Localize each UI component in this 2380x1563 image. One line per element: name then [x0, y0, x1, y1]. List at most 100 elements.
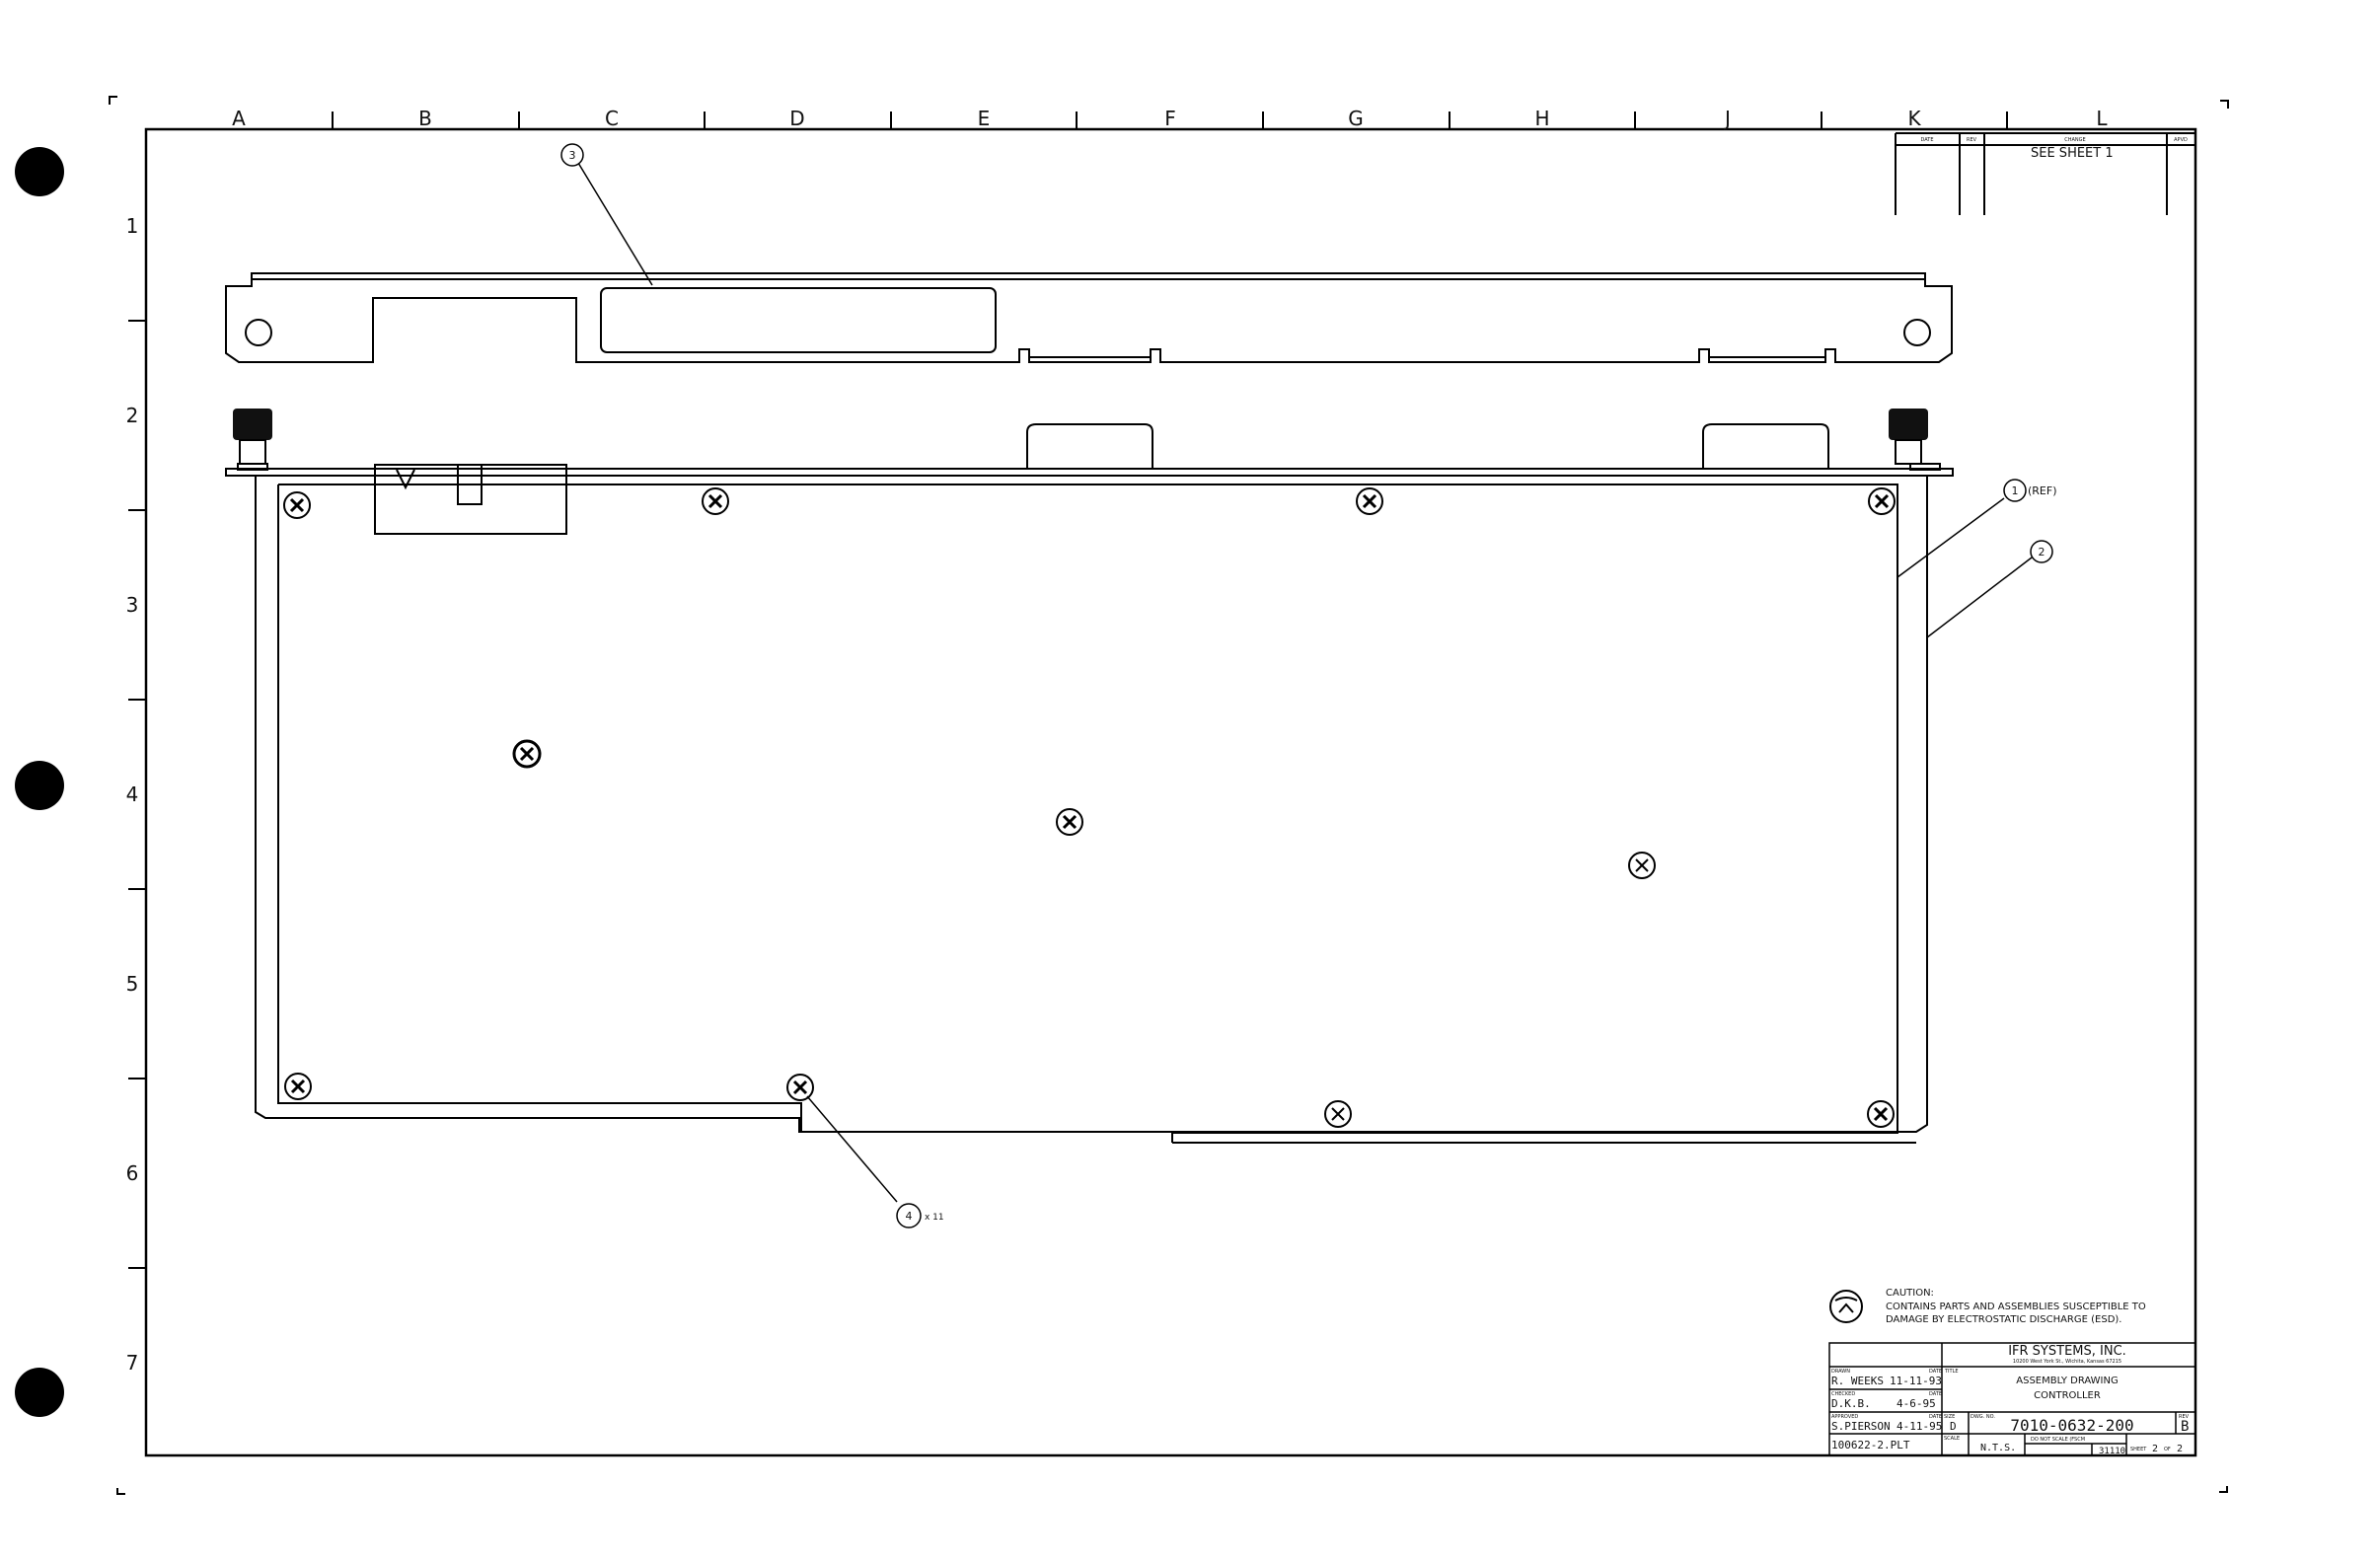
do-not-scale-note: DO NOT SCALE (FSCM [2031, 1437, 2085, 1443]
revision-block [1895, 132, 2195, 215]
zone-label: K [1907, 107, 1921, 130]
front-panel-edge [225, 423, 1954, 477]
connector-block [374, 464, 567, 535]
rev-col-date: DATE [1920, 137, 1933, 143]
drawn-label: DRAWN [1831, 1369, 1850, 1375]
date-label: DATE [1929, 1369, 1942, 1375]
esd-caution-text: CAUTION: CONTAINS PARTS AND ASSEMBLIES S… [1886, 1288, 2146, 1325]
revision-block-headers: DATE REV CHANGE APVD [1920, 137, 2188, 143]
callout-number: 1 [2012, 484, 2019, 497]
title-block-text: IFR SYSTEMS, INC. 10200 West York St., W… [1831, 1344, 2190, 1456]
callout-number: 2 [2039, 546, 2045, 558]
zone-rows [128, 320, 146, 1269]
screw-icon [283, 491, 311, 519]
zone-label: 2 [126, 404, 139, 427]
callout-suffix: (REF) [2028, 484, 2057, 497]
callout-suffix: x 11 [925, 1213, 944, 1223]
screw-icon [512, 739, 542, 769]
callout-1: 1 (REF) [2003, 479, 2057, 502]
date-label: DATE [1929, 1414, 1942, 1420]
zone-row-labels: 1 2 3 4 5 6 7 [126, 214, 139, 1375]
panel-hole-right [1903, 319, 1931, 346]
callout-2: 2 [2030, 540, 2053, 563]
zone-label: L [2096, 107, 2108, 130]
binder-hole [15, 761, 64, 810]
title-line: ASSEMBLY DRAWING [2016, 1376, 2118, 1386]
screw-icon [1867, 1100, 1895, 1128]
drawn-date: 11-11-93 [1890, 1375, 1942, 1387]
binder-hole [15, 1368, 64, 1417]
dwg-no-label: DWG. NO. [1971, 1414, 1995, 1420]
screw-icon [1324, 1100, 1352, 1128]
leader-lines [577, 162, 2033, 1203]
zone-column-labels: A B C D E F G H J K L [232, 107, 2108, 130]
zone-columns [332, 112, 2008, 129]
caution-line: CONTAINS PARTS AND ASSEMBLIES SUSCEPTIBL… [1886, 1302, 2146, 1312]
zone-label: F [1164, 107, 1176, 130]
plot-file: 100622-2.PLT [1831, 1439, 1910, 1451]
screw-icon [786, 1074, 814, 1101]
screw-icon [1628, 852, 1656, 879]
screw-icon [1868, 487, 1896, 515]
zone-label: 3 [126, 593, 139, 617]
callout-3: 3 [560, 143, 584, 167]
thumbscrew-left [233, 409, 272, 465]
panel-window [600, 287, 997, 353]
screw-icon [1356, 487, 1383, 515]
rev-col-apvd: APVD [2174, 137, 2188, 143]
checked-label: CHECKED [1831, 1391, 1855, 1397]
thumbscrew-right [1889, 409, 1928, 465]
caution-line: DAMAGE BY ELECTROSTATIC DISCHARGE (ESD). [1886, 1314, 2121, 1325]
sheet-label: SHEET [2130, 1447, 2147, 1452]
rev-col-change: CHANGE [2064, 137, 2085, 143]
panel-hole-left [245, 319, 272, 346]
checked-by: D.K.B. [1831, 1397, 1871, 1410]
scale-value: N.T.S. [1980, 1443, 2016, 1453]
fscm-code: 31110 [2099, 1447, 2125, 1456]
callout-4: 4 x 11 [896, 1203, 944, 1228]
sheet-number: 2 [2152, 1444, 2158, 1454]
esd-symbol-icon [1829, 1290, 1863, 1323]
date-label: DATE [1929, 1391, 1942, 1397]
screw-icon [702, 487, 729, 515]
zone-label: E [978, 107, 991, 130]
zone-label: D [789, 107, 804, 130]
approved-by: S.PIERSON [1831, 1420, 1891, 1433]
revision-note: SEE SHEET 1 [2031, 146, 2114, 161]
binder-hole [15, 147, 64, 196]
approved-label: APPROVED [1831, 1414, 1858, 1420]
zone-label: 5 [126, 972, 139, 996]
title-block [1828, 1342, 2196, 1456]
callout-number: 4 [906, 1210, 913, 1223]
zone-label: J [1723, 107, 1731, 130]
of-label: OF [2164, 1447, 2171, 1452]
size-label: SIZE [1944, 1414, 1955, 1420]
scale-label: SCALE [1944, 1436, 1960, 1442]
company-address: 10200 West York St., Wichita, Kansas 672… [2013, 1359, 2121, 1365]
revision-letter: B [2181, 1419, 2189, 1435]
drawing-number: 7010-0632-200 [2010, 1416, 2133, 1435]
drawing-border [144, 127, 2197, 1457]
zone-label: 7 [126, 1351, 139, 1375]
zone-label: 4 [126, 782, 139, 806]
zone-label: C [605, 107, 619, 130]
company-name: IFR SYSTEMS, INC. [2008, 1344, 2126, 1359]
sheet-size: D [1950, 1420, 1957, 1433]
screws [283, 487, 1896, 1128]
zone-label: B [418, 107, 432, 130]
rev-label: REV [2179, 1414, 2190, 1420]
zone-label: A [232, 107, 246, 130]
approved-date: 4-11-95 [1897, 1420, 1942, 1433]
zone-label: 1 [126, 214, 139, 238]
title-line: CONTROLLER [2034, 1390, 2101, 1401]
zone-label: H [1534, 107, 1549, 130]
callout-number: 3 [569, 149, 576, 162]
zone-label: G [1348, 107, 1364, 130]
drawn-by: R. WEEKS [1831, 1375, 1884, 1387]
title-label: TITLE [1944, 1369, 1959, 1375]
zone-label: 6 [126, 1161, 139, 1185]
board-outline [255, 476, 1928, 1133]
checked-date: 4-6-95 [1897, 1397, 1936, 1410]
sheet-total: 2 [2177, 1444, 2183, 1454]
